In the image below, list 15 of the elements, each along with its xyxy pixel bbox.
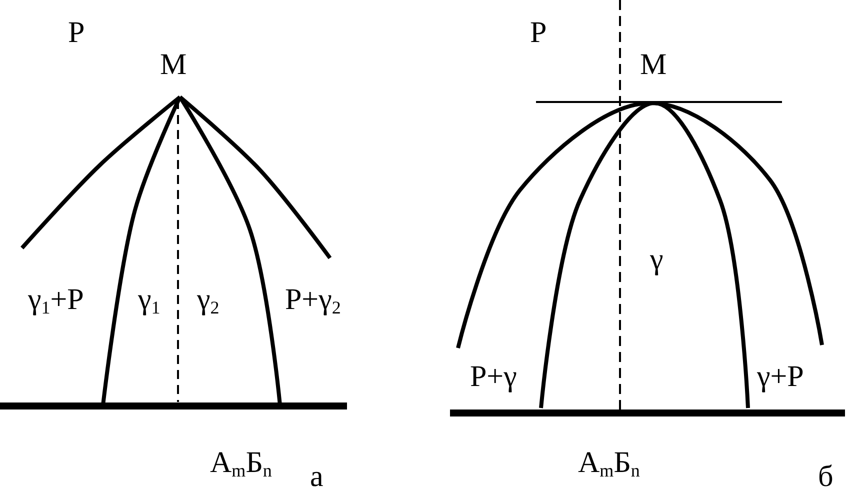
panel-label: б <box>818 462 834 492</box>
panel-label: а <box>310 462 324 492</box>
phase-label: Р+γ <box>470 362 517 392</box>
phase-label: γ <box>650 245 664 275</box>
phase-label: Р <box>68 18 85 48</box>
phase-label: Р+γ$_{2}$ <box>285 285 341 316</box>
phase-label: М <box>160 50 187 80</box>
phase-label: А$_{m}$Б$_{n}$ <box>578 448 640 480</box>
phase-label: γ$_{1}$+Р <box>28 285 84 316</box>
phase-label: γ$_{1}$ <box>138 285 160 316</box>
phase-label: γ$_{2}$ <box>197 285 220 316</box>
phase-label: Р <box>530 18 547 48</box>
phase-label: γ+Р <box>757 362 804 392</box>
compound-label: А$_{m}$Б$_{n}$ <box>210 448 272 480</box>
phase-label: М <box>640 50 667 80</box>
